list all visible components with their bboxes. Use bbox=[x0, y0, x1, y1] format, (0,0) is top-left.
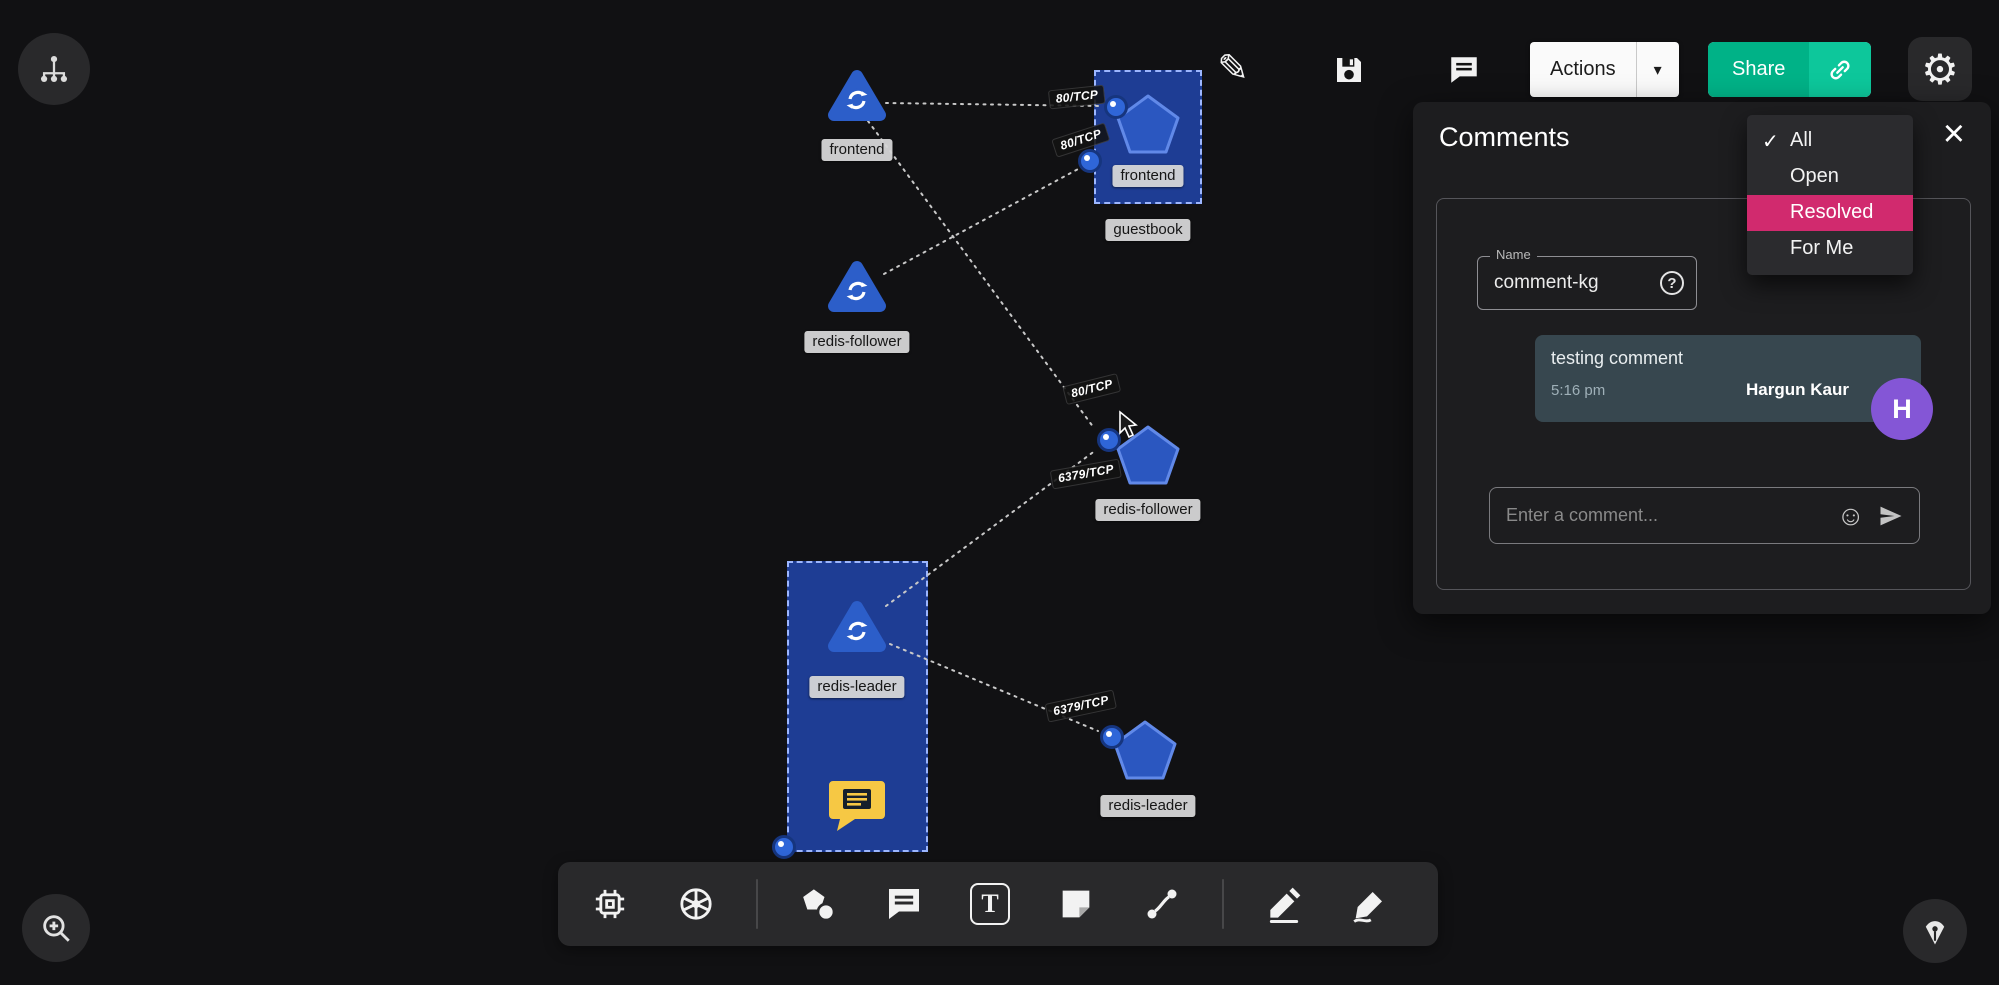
link-icon bbox=[1830, 60, 1850, 79]
filter-option-open[interactable]: Open bbox=[1747, 159, 1913, 195]
tool-connector[interactable] bbox=[1136, 878, 1188, 930]
tool-shapes[interactable] bbox=[792, 878, 844, 930]
service-triangle-icon bbox=[828, 70, 886, 121]
comment-timestamp: 5:16 pm bbox=[1551, 381, 1606, 399]
label-redis-leader-service: redis-leader bbox=[809, 676, 905, 698]
close-icon[interactable]: × bbox=[1937, 114, 1971, 154]
bottom-toolbar: T bbox=[558, 862, 1438, 946]
mouse-cursor bbox=[1118, 410, 1140, 445]
share-button[interactable]: Share bbox=[1708, 42, 1872, 97]
comment-author: Hargun Kaur bbox=[1746, 380, 1849, 399]
actions-button[interactable]: Actions ▾ bbox=[1530, 42, 1679, 97]
gear-icon: ⚙ bbox=[1921, 45, 1959, 93]
send-icon[interactable] bbox=[1877, 502, 1905, 530]
filter-option-for-me[interactable]: For Me bbox=[1747, 231, 1913, 267]
floppy-icon bbox=[1333, 54, 1365, 86]
comments-toggle-button[interactable] bbox=[1444, 50, 1484, 90]
port-frontend-pod-80b[interactable] bbox=[1078, 149, 1102, 173]
label-guestbook-group: guestbook bbox=[1105, 219, 1191, 241]
edge-label-80tcp: 80/TCP bbox=[1062, 372, 1122, 406]
filter-option-label: Resolved bbox=[1790, 201, 1874, 223]
help-icon[interactable]: ? bbox=[1660, 271, 1684, 295]
chip-icon bbox=[595, 889, 625, 919]
label-frontend-pod: frontend bbox=[1112, 165, 1184, 187]
comment-name-field[interactable]: Name comment-kg ? bbox=[1477, 247, 1697, 310]
pencil-icon: ✎ bbox=[1217, 48, 1249, 90]
node-frontend-service[interactable] bbox=[826, 68, 888, 129]
service-triangle-icon bbox=[828, 261, 886, 312]
actions-dropdown-toggle[interactable]: ▾ bbox=[1635, 42, 1679, 97]
auto-layout-button[interactable] bbox=[18, 33, 90, 105]
tool-custom-node[interactable] bbox=[584, 878, 636, 930]
tool-comment[interactable] bbox=[878, 878, 930, 930]
tool-kubernetes[interactable] bbox=[670, 878, 722, 930]
pod-pentagon-icon bbox=[1116, 425, 1180, 485]
save-button[interactable] bbox=[1330, 51, 1368, 89]
name-field-value: comment-kg bbox=[1494, 272, 1599, 293]
port-frontend-pod-80[interactable] bbox=[1104, 95, 1128, 119]
pod-pentagon-icon bbox=[1113, 720, 1177, 780]
pen-mode-button[interactable] bbox=[1903, 899, 1967, 963]
emoji-icon[interactable]: ☺ bbox=[1836, 499, 1865, 531]
tool-marker[interactable] bbox=[1344, 878, 1396, 930]
comment-bubble: testing comment 5:16 pm Hargun Kaur bbox=[1535, 335, 1921, 422]
comments-panel: Comments × Name comment-kg ? testing com… bbox=[1413, 102, 1991, 614]
comment-icon bbox=[889, 889, 919, 919]
filter-option-label: For Me bbox=[1790, 237, 1854, 259]
filter-option-resolved[interactable]: Resolved bbox=[1747, 195, 1913, 231]
zoom-in-icon bbox=[39, 911, 73, 945]
label-redis-follower-pod: redis-follower bbox=[1095, 499, 1201, 521]
toolbar-divider bbox=[756, 879, 758, 929]
kubernetes-wheel-icon bbox=[680, 888, 712, 920]
comment-composer: ☺ bbox=[1489, 487, 1920, 544]
node-redis-follower-pod[interactable] bbox=[1112, 421, 1184, 494]
shapes-icon bbox=[803, 889, 836, 922]
settings-button[interactable]: ⚙ bbox=[1908, 37, 1972, 101]
tool-text[interactable]: T bbox=[964, 878, 1016, 930]
port-redis-leader-pod[interactable] bbox=[1100, 725, 1124, 749]
avatar: H bbox=[1871, 378, 1933, 440]
toolbar-divider bbox=[1222, 879, 1224, 929]
port-redis-follower-pod[interactable] bbox=[1097, 428, 1121, 452]
share-label: Share bbox=[1708, 42, 1810, 97]
node-redis-follower-service[interactable] bbox=[826, 259, 888, 320]
hierarchy-icon bbox=[37, 52, 71, 86]
comment-text: testing comment bbox=[1551, 348, 1684, 368]
node-redis-leader-service[interactable] bbox=[826, 599, 888, 660]
marker-icon bbox=[1353, 892, 1382, 923]
zoom-button[interactable] bbox=[22, 894, 90, 962]
filter-option-label: Open bbox=[1790, 165, 1839, 187]
comments-panel-title: Comments bbox=[1439, 122, 1570, 152]
service-triangle-icon bbox=[828, 601, 886, 652]
chevron-down-icon: ▾ bbox=[1653, 61, 1662, 79]
text-tool-icon: T bbox=[970, 883, 1010, 925]
port-redis-leader-group[interactable] bbox=[772, 835, 796, 859]
filter-option-all[interactable]: ✓ All bbox=[1747, 123, 1913, 159]
comments-filter-menu: ✓ All Open Resolved For Me bbox=[1747, 115, 1913, 275]
filter-option-label: All bbox=[1790, 129, 1813, 151]
sticky-note-icon bbox=[1062, 890, 1090, 918]
comment-note-icon[interactable] bbox=[825, 777, 889, 840]
comment-icon bbox=[1447, 53, 1481, 87]
actions-label: Actions bbox=[1550, 58, 1616, 80]
comment-input[interactable] bbox=[1490, 505, 1837, 526]
pen-icon bbox=[1269, 887, 1301, 923]
edit-button[interactable]: ✎ bbox=[1210, 48, 1256, 90]
label-redis-leader-pod: redis-leader bbox=[1100, 795, 1196, 817]
label-redis-follower-service: redis-follower bbox=[804, 331, 910, 353]
tool-pen[interactable] bbox=[1258, 878, 1310, 930]
copy-link-button[interactable] bbox=[1809, 42, 1872, 97]
check-icon: ✓ bbox=[1762, 131, 1779, 153]
comment-thread-card: Name comment-kg ? testing comment 5:16 p… bbox=[1436, 198, 1971, 590]
connector-icon bbox=[1147, 889, 1177, 919]
fountain-pen-icon bbox=[1918, 914, 1952, 948]
name-field-label: Name bbox=[1490, 247, 1537, 262]
edge-label-6379tcp: 6379/TCP bbox=[1044, 689, 1118, 723]
label-frontend-service: frontend bbox=[821, 139, 893, 161]
tool-sticky-note[interactable] bbox=[1050, 878, 1102, 930]
